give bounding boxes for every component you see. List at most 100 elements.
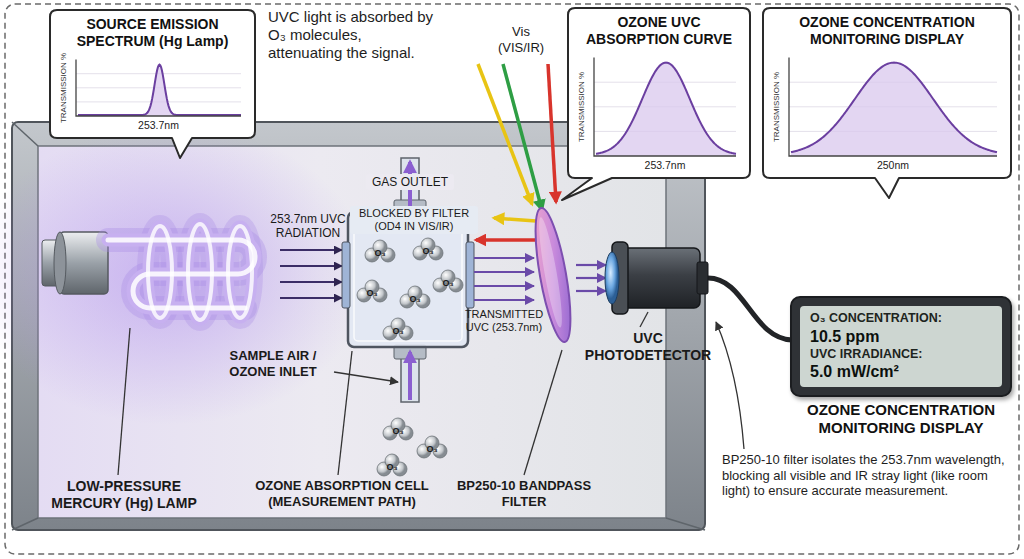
chart-axis [789,58,997,156]
absorption-cell [342,242,350,308]
uvc-photodetector [605,252,619,304]
mercury-lamp [148,226,172,318]
transmitted-arrows [474,271,534,273]
molecule-label: O₃ [409,294,420,305]
filter-note: BLOCKED BY FILTER (OD4 IN VIS/IR) [350,206,478,234]
absorption-cell [466,242,474,308]
instrument-housing [666,518,705,530]
mercury-lamp [108,224,255,320]
molecule-label: O₃ [366,288,377,299]
uvc-beam-arrows [280,250,342,298]
molecule-label: O₃ [426,444,437,455]
beam-label: 253.7nm UVC RADIATION [266,212,350,241]
stray-light-arrows [503,64,542,210]
callout-bubble [763,8,1011,198]
molecule-label: O₃ [374,248,385,259]
spectrum-callout: OZONE CONCENTRATION MONITORING DISPLAY TR… [763,8,1011,178]
absorption-cell [408,352,412,400]
leader-line [640,312,648,327]
molecule-label: O₃ [392,326,403,337]
beam-label: TRANSMITTED UVC (253.7nm) [456,308,552,334]
transmitted-arrows [474,299,534,301]
transmitted-arrows [576,264,606,266]
callout-note: UVC light is absorbed by O₃ molecules, a… [268,8,436,62]
molecule-label: O₃ [386,462,397,473]
spectrum-callout: SOURCE EMISSION SPECTRUM (Hg Lamp) TRANSM… [50,10,255,138]
transmitted-arrows [576,290,606,292]
leader-line [524,350,562,475]
light-label: Vis (VIS/IR) [490,24,552,55]
part-label: LOW-PRESSURE MERCURY (Hg) LAMP [34,478,214,512]
molecule-label: O₃ [422,246,433,257]
molecule-label: O₃ [442,278,453,289]
absorption-cell [354,218,462,341]
uvc-beam-arrows [280,265,342,267]
spectrum-fill [78,65,241,116]
molecule-label: O₃ [392,426,403,437]
transmitted-arrows [474,285,534,287]
stray-light-arrows [478,64,532,204]
port-label: GAS OUTLET [366,174,454,190]
stray-light-arrows [476,238,540,242]
wavelength-label: 253.7nm [76,119,241,131]
part-label: OZONE ABSORPTION CELL (MEASUREMENT PATH) [236,478,448,509]
chart-axis [594,58,736,156]
part-label: SAMPLE AIR / OZONE INLET [214,348,332,379]
spectrum-curve [791,63,997,153]
spectrum-chart [789,58,997,156]
spectrum-chart [76,60,241,116]
readout-label: O₃ CONCENTRATION: [810,311,992,327]
mercury-lamp [108,240,255,308]
mercury-lamp [42,224,255,320]
part-label: BP250-10 BANDPASS FILTER [454,478,594,509]
ozone-molecule [357,238,463,476]
instrument-housing [12,518,38,530]
leader-line [716,322,744,449]
absorption-cell [342,158,474,402]
mercury-lamp [54,232,66,294]
leader-line [334,372,398,382]
axis-label: TRANSMISSION % [772,72,781,142]
callout-bubble [562,8,750,200]
axis-label: TRANSMISSION % [59,53,68,123]
leader-line [118,328,130,475]
spectrum-curve [78,65,241,115]
part-label: UVC PHOTODETECTOR [580,330,716,364]
uvc-photodetector [622,248,700,308]
stray-light-arrows [494,218,536,221]
mercury-lamp [228,226,252,318]
readout-label: UVC IRRADIANCE: [810,347,992,363]
callout-bubble [50,10,255,158]
transmitted-arrows [474,257,534,259]
lcd-display: O₃ CONCENTRATION:10.5 ppmUVC IRRADIANCE:… [790,296,1012,397]
callout-title: SOURCE EMISSION SPECTRUM (Hg Lamp) [50,10,255,50]
dashed-frame [5,4,1019,554]
uvc-beam-arrows [280,249,342,251]
spectrum-fill [596,63,736,156]
readout-value: 5.0 mW/cm² [810,362,992,382]
stray-light-arrows [548,64,556,202]
uvc-photodetector [605,242,792,340]
transmitted-arrows [576,277,606,279]
spectrum-chart [594,58,736,156]
callout-title: OZONE UVC ABSORPTION CURVE [568,8,750,48]
callout-title: OZONE CONCENTRATION MONITORING DISPLAY [763,8,1011,48]
instrument-housing [12,122,38,146]
wavelength-label: 253.7nm [594,159,736,171]
uvc-photodetector [697,262,708,294]
spectrum-callout: OZONE UVC ABSORPTION CURVE TRANSMISSION %… [568,8,750,178]
spectrum-fill [791,63,997,156]
axis-label: TRANSMISSION % [577,72,586,142]
readout-value: 10.5 ppm [810,327,992,347]
uvc-beam-arrows [280,281,342,283]
leader-line [338,351,352,475]
instrument-housing [0,125,370,425]
explanation-note: BP250-10 filter isolates the 253.7nm wav… [722,452,1016,499]
chart-axis [76,60,241,116]
spectrum-curve [596,63,736,154]
wavelength-label: 250nm [789,159,997,171]
leader-line [118,312,744,475]
display-heading: OZONE CONCENTRATION MONITORING DISPLAY [788,401,1014,437]
uvc-beam-arrows [280,297,342,299]
